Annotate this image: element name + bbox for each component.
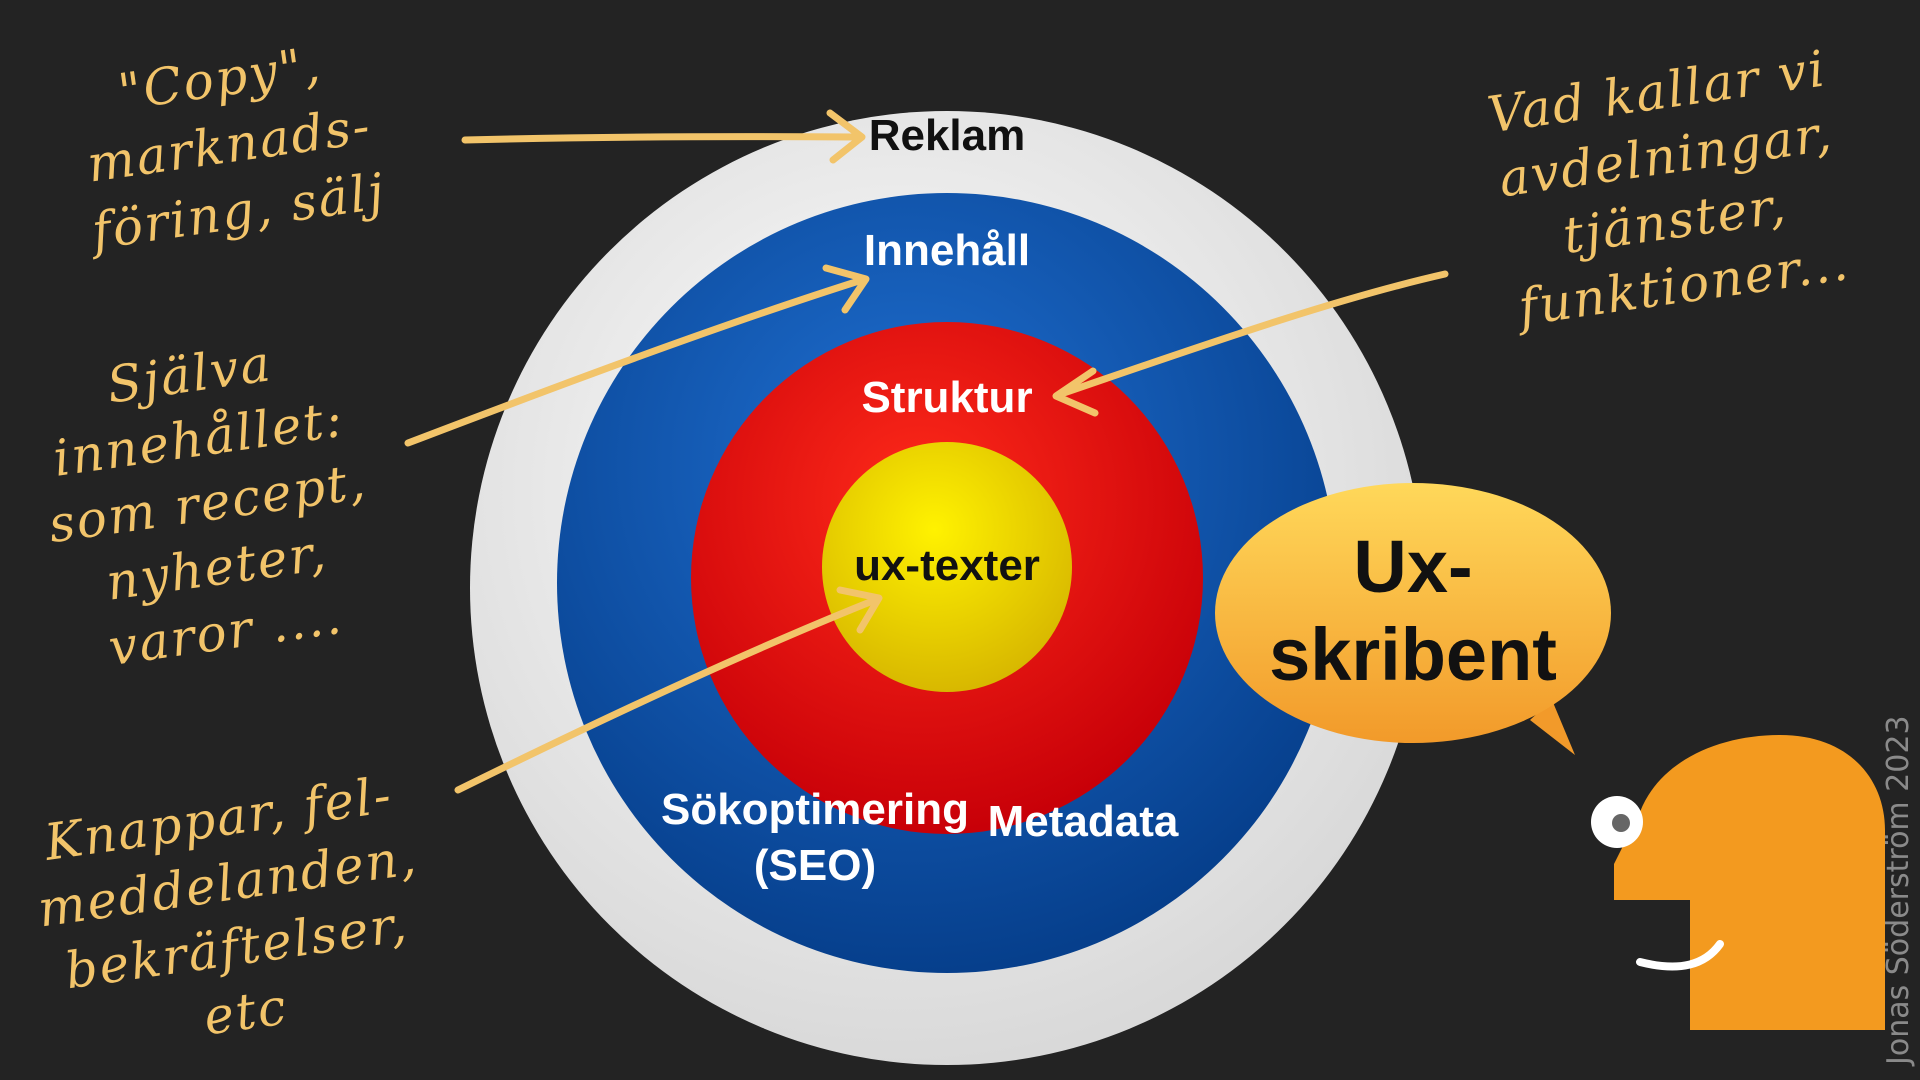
head-icon [1591, 735, 1885, 1030]
bubble-line-2: skribent [1269, 613, 1557, 696]
arrow-knappar [454, 586, 883, 794]
note-vad: Vad kallar vi avdelningar, tjänster, fun… [1484, 39, 1853, 337]
label-seo-1: Sökoptimering [661, 785, 969, 834]
label-reklam: Reklam [869, 111, 1026, 160]
label-ux-texter: ux-texter [854, 541, 1040, 590]
arrow-copy [461, 109, 866, 164]
note-copy: "Copy", marknads- föring, sälj [84, 36, 389, 261]
arrow-vad [1052, 270, 1449, 417]
arrow-sjalva [404, 264, 870, 447]
label-seo-2: (SEO) [754, 841, 876, 890]
bubble-line-1: Ux- [1353, 525, 1472, 608]
label-metadata: Metadata [988, 797, 1179, 846]
ring-ux [822, 442, 1072, 692]
smile-icon [1636, 940, 1724, 971]
label-innehall: Innehåll [864, 226, 1030, 275]
speech-bubble: Ux- skribent [1215, 483, 1611, 755]
note-sjalva: Själva innehållet: som recept, nyheter, … [45, 334, 370, 677]
credit: Jonas Söderström 2023 [1881, 715, 1916, 1067]
note-knappar-line-4: etc [200, 977, 291, 1046]
note-knappar: Knappar, fel- meddelanden, bekräftelser,… [34, 766, 421, 1047]
label-struktur: Struktur [861, 373, 1032, 422]
